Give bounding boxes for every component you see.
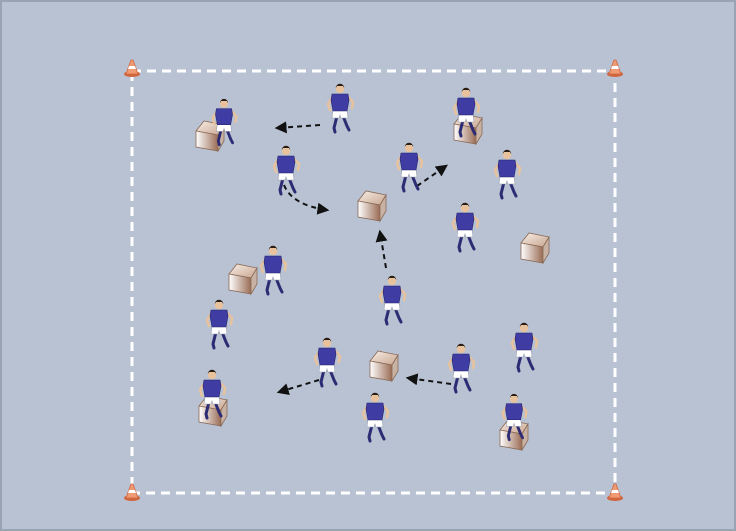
tackle-shield (500, 420, 528, 450)
tackle-shield (370, 351, 398, 381)
tackle-shield (521, 233, 549, 263)
tackle-shield (358, 191, 386, 221)
tackle-shield (229, 264, 257, 294)
